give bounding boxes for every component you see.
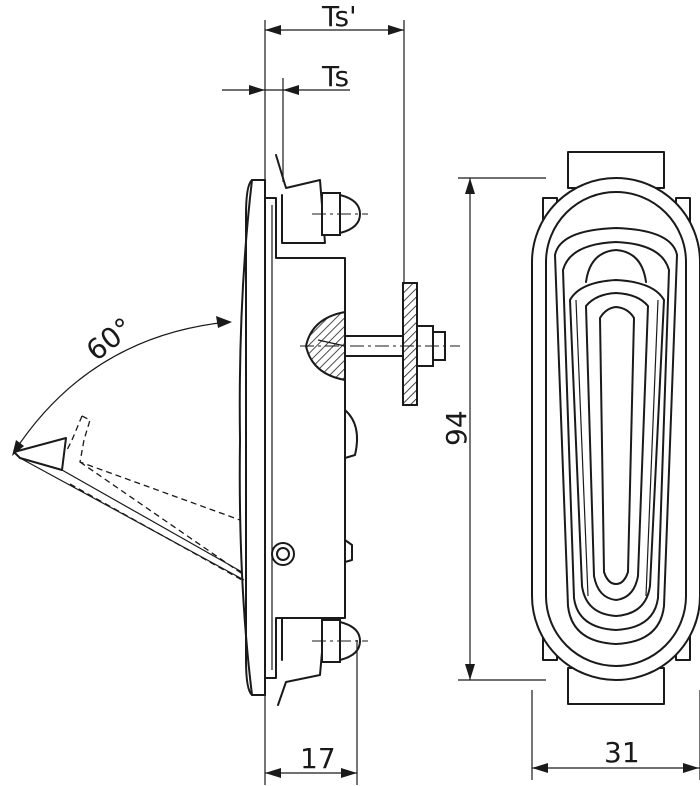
depth-label: 17 (300, 742, 336, 775)
width-label: 31 (604, 736, 640, 769)
bottom-clip (277, 617, 326, 706)
handle-grip-line-right (645, 299, 659, 597)
dimension-depth: 17 (265, 742, 357, 778)
height-label: 94 (440, 410, 473, 446)
housing-outline (245, 179, 266, 696)
dimension-ts: Ts (222, 60, 350, 95)
handle-grip-line-left (575, 299, 589, 597)
front-outer-housing (531, 177, 700, 681)
recess-inner (562, 241, 670, 631)
top-screw-dome (339, 194, 361, 234)
lower-bulge (344, 409, 358, 459)
inner-body (264, 197, 346, 679)
rivet-inner (276, 547, 290, 561)
side-view (12, 20, 460, 785)
dimension-ts-prime: Ts' (265, 0, 404, 35)
dimension-width: 31 (531, 690, 700, 780)
handle-open-upper (79, 415, 241, 521)
angle-arrow-top (216, 316, 232, 328)
ts-label: Ts (321, 60, 349, 93)
rivet-outer (271, 542, 295, 566)
front-inner-rim (545, 191, 687, 667)
angle-label: 60° (80, 311, 139, 368)
mounting-panel-section (402, 282, 418, 406)
handle-grip (599, 306, 635, 585)
cam-centerline-left (317, 339, 346, 347)
handle-tip-solid (13, 437, 67, 471)
recess-outline (554, 227, 678, 645)
lower-notch (344, 539, 353, 563)
dimension-height: 94 (440, 177, 546, 681)
handle-open-mid (79, 461, 245, 576)
angle-arc (13, 321, 229, 453)
handle-tip-line (19, 457, 245, 581)
bottom-screw-dome (339, 621, 361, 661)
handle-dome (585, 249, 647, 283)
handle-open-tip (65, 415, 83, 453)
angle-arrow-bottom (12, 440, 24, 456)
handle-tip-line2 (61, 469, 243, 573)
handle-inner (585, 292, 649, 601)
housing-front-curve (238, 179, 253, 696)
ts-prime-label: Ts' (321, 0, 357, 33)
front-view (531, 151, 700, 705)
handle-outer (569, 279, 665, 617)
handle-open-lower (69, 483, 243, 581)
